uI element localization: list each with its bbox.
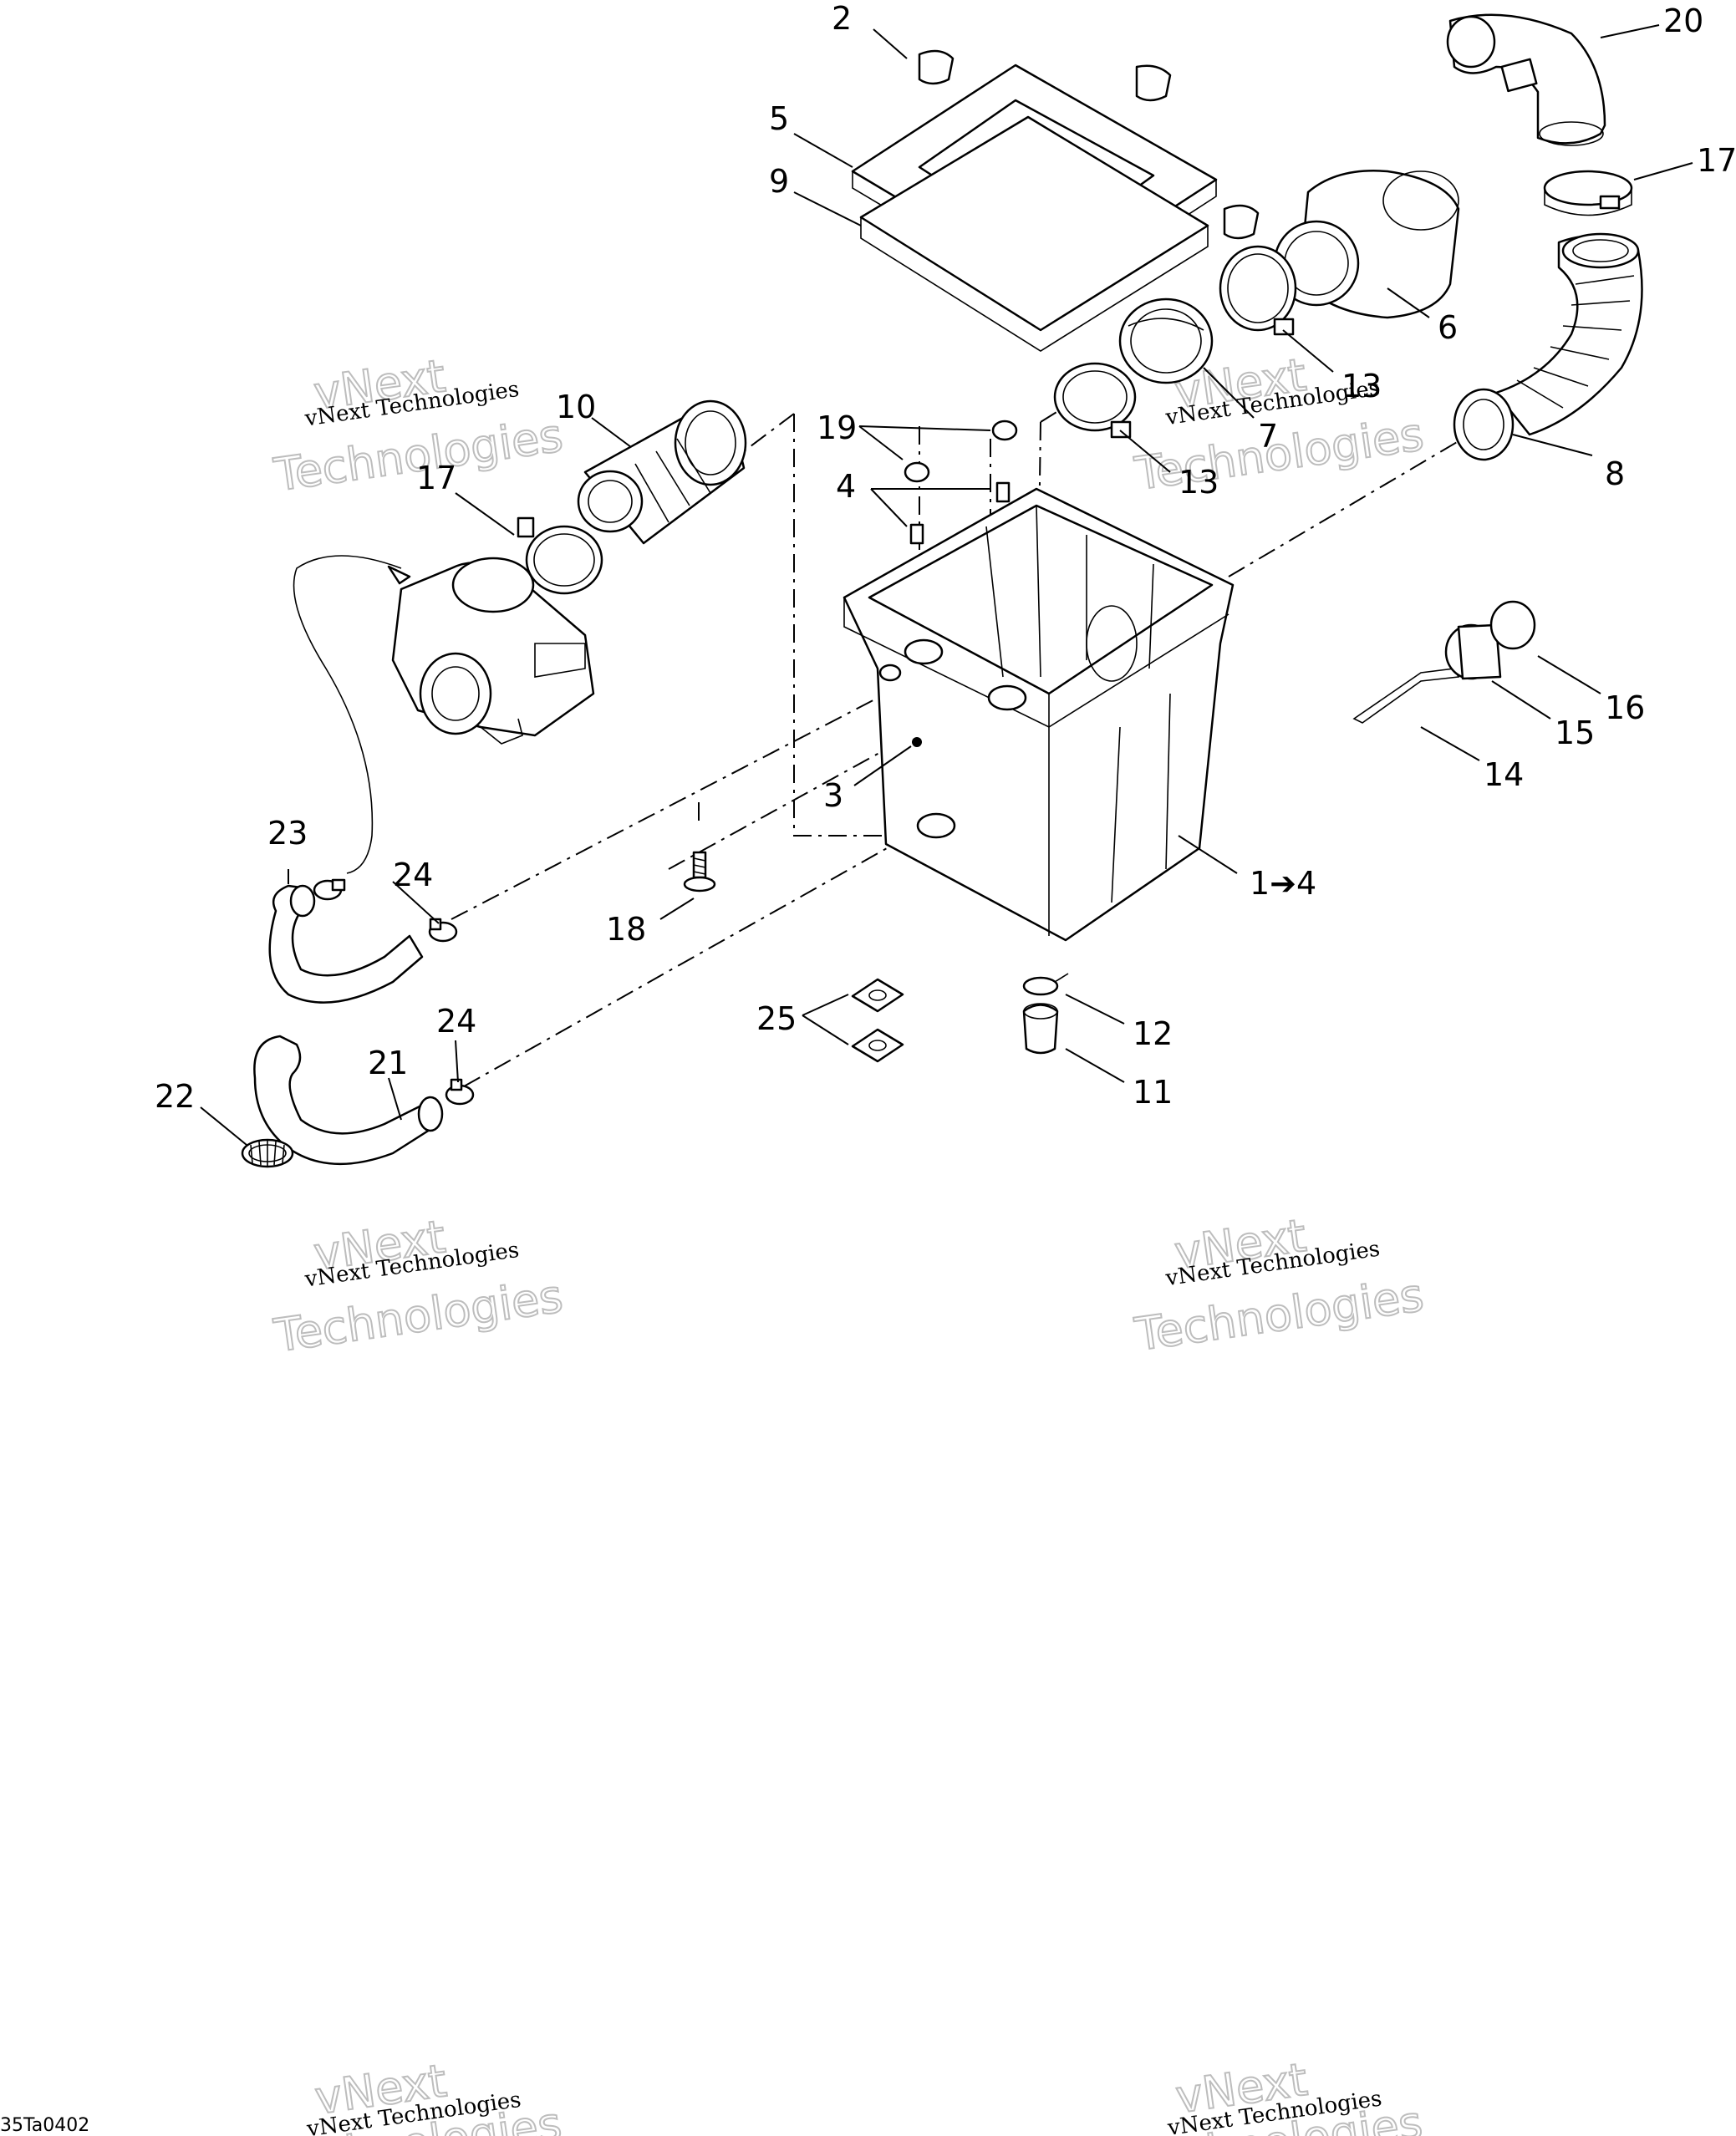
part-3-marker (912, 737, 922, 747)
callout-11: 11 (1133, 1074, 1173, 1111)
callout-6: 6 (1438, 309, 1458, 346)
callout-7: 7 (1258, 418, 1278, 455)
callout-24-lower: 24 (436, 1003, 476, 1040)
carburetor (391, 557, 595, 745)
part-22-clamp (241, 1138, 294, 1168)
part-16-plug (1489, 600, 1536, 650)
part-14-wire (1352, 668, 1460, 724)
leader-lines (200, 24, 1693, 1146)
callout-15: 15 (1555, 715, 1595, 751)
part-15-drain-cap (1444, 623, 1502, 680)
part-17-upper-clamp (1543, 170, 1633, 216)
part-2-clips (918, 49, 1260, 240)
callout-17-upper: 17 (1697, 142, 1736, 179)
callout-2: 2 (832, 0, 852, 37)
callout-1-to-4: 1➔4 (1250, 865, 1316, 902)
callout-13-upper: 13 (1341, 368, 1382, 404)
callout-5: 5 (769, 100, 789, 137)
part-24-clamp-upper (313, 878, 458, 943)
callout-17-lower: 17 (416, 460, 456, 496)
watermark-top-left: vNext Technologies vNext Technologies (270, 348, 567, 502)
drawing-code: 35Ta0402 (0, 2115, 89, 2136)
callout-10: 10 (556, 389, 596, 425)
part-21-hose (253, 1035, 444, 1166)
part-20-intake-elbow (1446, 13, 1606, 146)
callout-22: 22 (155, 1078, 195, 1115)
part-24-clamp-lower (445, 1078, 475, 1106)
callout-16: 16 (1605, 689, 1645, 726)
callout-9: 9 (769, 163, 789, 200)
part-13-clamp-upper (1219, 245, 1297, 336)
callout-14: 14 (1484, 756, 1524, 793)
callout-labels: 2 20 5 9 17 6 13 7 10 19 8 17 4 13 16 15… (155, 0, 1736, 1115)
callout-3: 3 (823, 777, 843, 814)
watermark-bottom-left: vNext Technologies vNext Technologies (268, 2053, 565, 2136)
callout-25: 25 (756, 1000, 797, 1037)
part-12-drain-clamp (1022, 973, 1069, 996)
callout-18: 18 (606, 911, 646, 948)
callout-24-upper: 24 (393, 857, 433, 893)
part-4-spacers (909, 481, 1011, 545)
callout-23: 23 (267, 815, 308, 852)
part-7-adaptor (1118, 298, 1214, 384)
part-23-hose (268, 884, 424, 1004)
watermark-bottom-right: vNext Technologies vNext Technologies (1129, 2052, 1426, 2136)
vent-tube (293, 555, 411, 874)
part-13-clamp-lower (1053, 362, 1137, 439)
watermark-mid-right: vNext Technologies vNext Technologies (1131, 1208, 1428, 1362)
watermark-mid-left: vNext Technologies vNext Technologies (270, 1209, 567, 1363)
part-17-carb-clamp (517, 516, 603, 595)
part-25-gaskets (851, 978, 904, 1063)
part-8-corrugated-duct (1453, 232, 1643, 461)
callout-13-lower: 13 (1179, 464, 1219, 501)
callout-4: 4 (836, 468, 856, 505)
part-6-intake-silencer (1273, 170, 1460, 319)
callout-20: 20 (1663, 3, 1703, 39)
callout-21: 21 (368, 1045, 408, 1081)
part-11-drain-tube (1022, 1003, 1059, 1055)
part-1-air-box (843, 487, 1235, 942)
callout-12: 12 (1133, 1015, 1173, 1052)
part-9-filter-element (859, 115, 1209, 352)
callout-8: 8 (1605, 455, 1625, 492)
callout-19: 19 (817, 409, 857, 446)
part-18-screw (683, 851, 716, 893)
part-19-nuts (904, 420, 1018, 483)
part-10-carburetor-boot (577, 399, 747, 545)
